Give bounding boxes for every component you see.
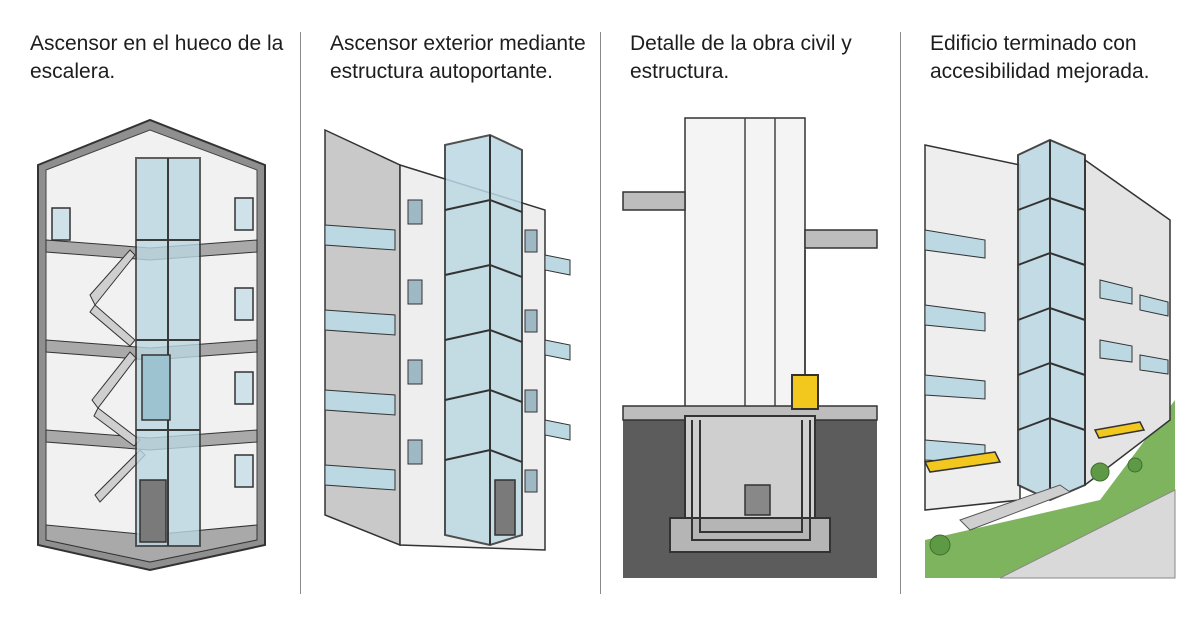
window-icons <box>51 197 254 488</box>
elevator-cabin <box>141 354 171 421</box>
elevator-shaft <box>135 157 201 547</box>
elevator-tower <box>1017 138 1086 502</box>
access-ramp <box>959 484 1072 531</box>
panel-caption: Detalle de la obra civil y estructura. <box>630 32 852 83</box>
panel-divider <box>600 32 601 594</box>
counterweight-device <box>791 374 819 410</box>
bushes <box>929 457 1143 556</box>
buffer <box>744 484 771 516</box>
entrance-canopy <box>1093 421 1146 439</box>
civil-works-illustration <box>622 117 878 578</box>
panel-caption: Ascensor exterior mediante estructura au… <box>330 32 586 83</box>
stairwell-illustration <box>37 118 266 572</box>
rebar <box>691 420 811 541</box>
panel-finished: Edificio terminado con accesibilidad mej… <box>900 0 1200 627</box>
panel-divider <box>900 32 901 594</box>
panel-caption: Edificio terminado con accesibilidad mej… <box>930 32 1150 83</box>
panel-divider <box>300 32 301 594</box>
entrance-canopy <box>923 451 1002 473</box>
elevator-door <box>494 479 516 536</box>
panel-stairwell: Ascensor en el hueco de la escalera. <box>0 0 300 627</box>
foundation-slab <box>669 517 831 553</box>
elevator-tower <box>444 133 523 547</box>
panel-civil: Detalle de la obra civil y estructura. <box>600 0 900 627</box>
panel-caption: Ascensor en el hueco de la escalera. <box>30 32 284 83</box>
balconies <box>924 229 1169 464</box>
window-icons <box>407 199 538 493</box>
exterior-illustration <box>324 128 571 551</box>
sidewalk <box>999 489 1176 579</box>
elevator-door <box>139 479 167 543</box>
finished-building-illustration <box>923 138 1176 579</box>
panel-exterior: Ascensor exterior mediante estructura au… <box>300 0 600 627</box>
balconies <box>324 224 571 491</box>
staircase <box>89 249 146 503</box>
